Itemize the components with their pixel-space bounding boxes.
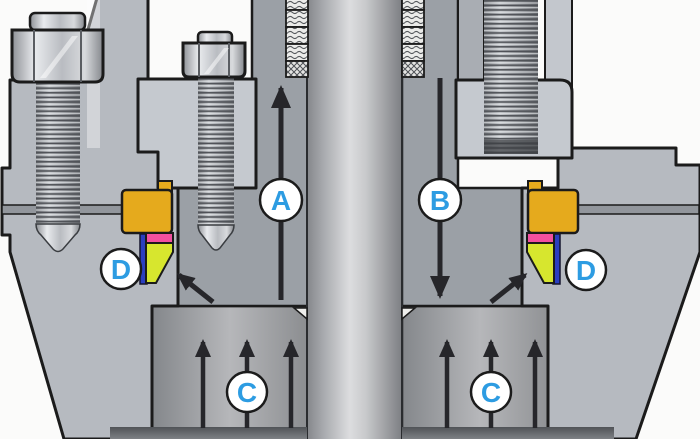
- label-a: A: [271, 185, 291, 216]
- labels: A B C C D D: [99, 177, 608, 414]
- bottom-band-left: [110, 427, 307, 439]
- arrow-d-left: [176, 273, 215, 304]
- label-circle-a: [258, 177, 304, 223]
- label-b: B: [430, 185, 450, 216]
- lower-chamber-right: [400, 304, 560, 436]
- label-c-left: C: [237, 377, 257, 408]
- shaft: [306, 0, 403, 439]
- label-d-right: D: [576, 255, 596, 286]
- packing-stack-left: [285, 0, 309, 78]
- stud-middle: [197, 77, 235, 251]
- label-circle-c-right: [469, 370, 513, 414]
- stud-right: [484, 0, 538, 154]
- wedge-seal-right: [526, 242, 555, 284]
- pink-seal-ring-right: [526, 232, 555, 244]
- hex-nut-left: [10, 11, 105, 84]
- chamfer-notch-right: [401, 307, 418, 321]
- seal-stack-right: [526, 180, 580, 285]
- chamfer-notch-left: [291, 307, 308, 321]
- hex-nut-middle: [181, 30, 247, 79]
- gold-gland-ring-right: [526, 188, 580, 235]
- label-circle-d-left: [99, 247, 143, 291]
- pink-seal-ring-left: [145, 232, 174, 244]
- stud-left: [35, 80, 81, 253]
- wedge-seal-left: [145, 242, 174, 284]
- lower-chamber-left: [150, 304, 310, 436]
- label-c-right: C: [481, 377, 501, 408]
- label-d-left: D: [111, 254, 131, 285]
- seal-stack-left: [120, 180, 174, 285]
- label-circle-c-left: [225, 370, 269, 414]
- housing-block-right-upper: [457, 0, 485, 85]
- bottom-band-right: [402, 427, 614, 439]
- right-flange-slot: [577, 204, 700, 215]
- gold-gland-ring-left: [120, 188, 174, 235]
- packing-stack-right: [401, 0, 425, 78]
- arrow-d-right: [489, 273, 528, 304]
- label-circle-d-right: [564, 248, 608, 292]
- label-circle-b: [417, 177, 463, 223]
